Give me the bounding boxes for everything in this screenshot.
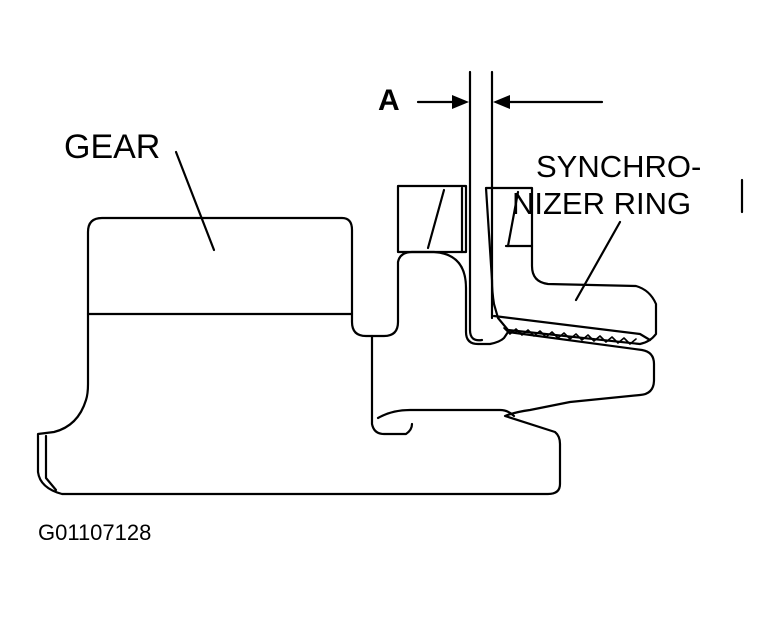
gear-chamfer-left: [44, 434, 58, 492]
synchronizer-serrations: [503, 327, 637, 345]
synchronizer-cone-line: [492, 314, 652, 342]
gear-dog-tooth-chamfer: [426, 188, 446, 250]
dimension-a-label: A: [378, 84, 400, 117]
synchronizer-leader-line: [574, 220, 622, 302]
gear-hub-inner-line: [370, 334, 414, 436]
figure-code: G01107128: [38, 520, 152, 545]
synchronizer-ring-label-line1: SYNCHRO-: [536, 149, 702, 184]
synchronizer-ring-outline: [484, 186, 658, 346]
dimension-arrow-right-head: [493, 95, 510, 109]
dimension-arrow-left-head: [452, 95, 469, 109]
gear-label: GEAR: [64, 128, 161, 166]
gear-leader-line: [174, 150, 216, 252]
gear-dog-tooth: [396, 184, 468, 254]
synchronizer-ring-label-line2: NIZER RING: [512, 186, 692, 221]
reference-line-left: [468, 70, 484, 342]
synchronizer-ring-chamfer: [506, 190, 520, 248]
gear-hub-step-line: [376, 408, 516, 420]
gear-body-outline: [36, 216, 656, 496]
